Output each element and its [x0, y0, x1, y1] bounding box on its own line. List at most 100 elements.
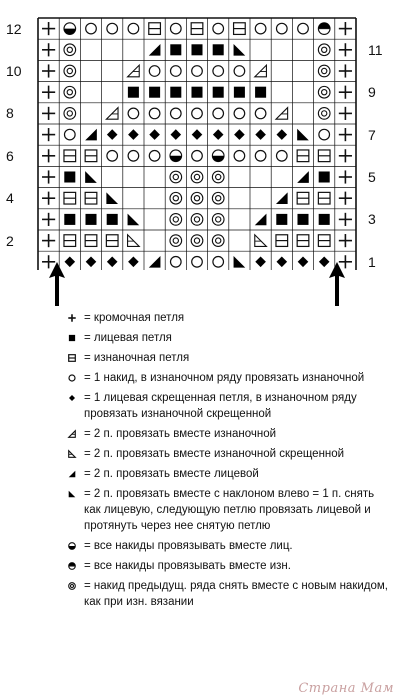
purl-stitch-symbol	[296, 191, 310, 205]
legend-item: = лицевая петля	[66, 330, 392, 346]
legend-text: = 2 п. провязать вместе лицевой	[84, 468, 259, 480]
edge-stitch-symbol	[42, 85, 56, 99]
double-circle-symbol	[317, 107, 331, 120]
edge-stitch-symbol	[42, 234, 56, 248]
ssk-symbol	[85, 171, 97, 183]
k2tog-symbol	[85, 128, 97, 141]
k2tog-symbol	[275, 192, 288, 205]
legend-text: = 2 п. провязать вместе с наклоном влево…	[84, 488, 375, 532]
knit-stitch-symbol	[149, 86, 161, 98]
yarn-over-symbol	[254, 107, 267, 120]
legend: = кромочная петля = лицевая петля = изнано…	[66, 310, 392, 614]
yarn-over-symbol	[212, 107, 225, 120]
filled-square-icon	[66, 332, 78, 344]
crossed-knit-symbol	[106, 129, 118, 140]
purl-square-icon	[66, 352, 78, 364]
purl-stitch-symbol	[84, 234, 98, 248]
double-circle-symbol	[63, 64, 77, 78]
double-circle-symbol	[190, 191, 204, 205]
yarn-over-symbol	[169, 255, 182, 268]
half-circle-top-symbol	[317, 22, 331, 35]
ssk-symbol	[297, 128, 309, 141]
knit-stitch-symbol	[297, 213, 309, 225]
double-circle-symbol	[211, 213, 225, 226]
k2tog-symbol	[148, 43, 161, 56]
row-number-right: 9	[368, 84, 376, 101]
crossed-knit-symbol	[276, 129, 288, 140]
legend-item: = 2 п. провязать вместе изнаночной скрещ…	[66, 446, 392, 462]
outline-triangle-right-icon	[66, 428, 78, 440]
edge-stitch-symbol	[42, 212, 56, 226]
crossed-knit-symbol	[318, 256, 330, 268]
purl-stitch-symbol	[105, 234, 119, 248]
yarn-over-symbol	[318, 128, 331, 141]
yarn-over-symbol	[191, 107, 203, 120]
edge-stitch-symbol	[338, 128, 352, 142]
knit-stitch-symbol	[64, 171, 76, 183]
edge-stitch-symbol	[338, 85, 352, 99]
yarn-over-symbol	[169, 22, 182, 35]
legend-text: = кромочная петля	[84, 312, 185, 324]
yarn-over-symbol	[233, 107, 246, 120]
yarn-over-symbol	[297, 22, 309, 35]
double-circle-symbol	[190, 234, 204, 247]
crossed-knit-symbol	[255, 129, 266, 140]
purl-stitch-symbol	[275, 234, 289, 248]
double-circle-symbol	[63, 43, 77, 57]
double-circle-symbol	[190, 170, 204, 184]
knit-stitch-symbol	[233, 86, 245, 98]
ssk-symbol	[127, 213, 140, 226]
purl-stitch-symbol	[232, 22, 246, 36]
crossed-knit-symbol	[149, 129, 160, 140]
double-circle-symbol	[169, 170, 183, 184]
crossed-knit-symbol	[170, 129, 182, 140]
legend-text: = изнаночная петля	[84, 352, 190, 364]
purl-stitch-symbol	[317, 234, 331, 248]
double-circle-symbol	[169, 191, 183, 205]
half-circle-bottom-symbol	[211, 149, 225, 163]
circle-icon	[66, 372, 78, 384]
yarn-over-symbol	[106, 22, 119, 35]
legend-item: = 1 накид, в изнаночном ряду провязать и…	[66, 370, 392, 386]
double-circle-symbol	[169, 234, 183, 247]
yarn-over-symbol	[169, 107, 182, 120]
legend-item: = 2 п. провязать вместе изнаночной	[66, 426, 392, 442]
double-circle-symbol	[317, 85, 331, 99]
purl-stitch-symbol	[190, 22, 204, 36]
knit-stitch-symbol	[170, 44, 182, 56]
outline-triangle-left-icon	[66, 448, 78, 460]
ssk-symbol	[106, 192, 119, 205]
yarn-over-symbol	[191, 255, 203, 268]
yarn-over-symbol	[106, 149, 119, 162]
yarn-over-symbol	[148, 65, 161, 77]
double-circle-icon	[66, 580, 78, 592]
yarn-over-symbol	[254, 149, 267, 162]
yarn-over-symbol	[275, 149, 288, 162]
yarn-over-symbol	[85, 22, 97, 35]
k2tog-symbol	[148, 255, 161, 268]
crossed-knit-symbol	[212, 129, 224, 140]
yarn-over-symbol	[275, 22, 288, 35]
row-number-left: 8	[6, 105, 14, 122]
ssk-symbol	[233, 43, 246, 56]
half-circle-bottom-symbol	[169, 149, 183, 163]
crossed-knit-symbol	[64, 256, 76, 268]
watermark: Страна Мам	[298, 681, 394, 696]
yarn-over-symbol	[254, 22, 267, 35]
purl-stitch-symbol	[317, 149, 331, 163]
p2tog-symbol	[253, 63, 267, 78]
edge-stitch-symbol	[338, 234, 352, 248]
legend-item: = накид предыдущ. ряда снять вместе с но…	[66, 578, 392, 610]
row-number-right: 1	[368, 253, 376, 270]
edge-stitch-symbol	[338, 22, 352, 36]
double-circle-symbol	[63, 107, 77, 120]
knit-stitch-symbol	[170, 86, 182, 98]
chart-grid	[37, 17, 357, 274]
edge-stitch-symbol	[42, 191, 56, 205]
edge-stitch-symbol	[42, 149, 56, 163]
knit-stitch-symbol	[127, 86, 139, 98]
double-circle-symbol	[63, 85, 77, 99]
k2tog-symbol	[254, 213, 267, 226]
edge-stitch-symbol	[338, 64, 352, 78]
legend-item: = 2 п. провязать вместе лицевой	[66, 466, 392, 482]
